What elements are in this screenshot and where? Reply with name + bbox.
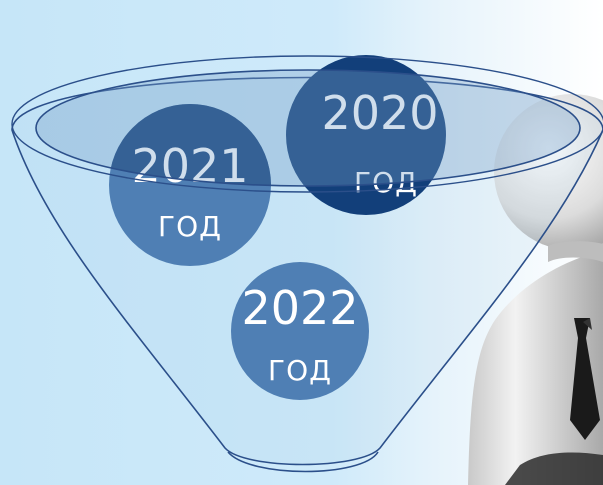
3d-person-icon — [468, 94, 603, 485]
bubble-year-2022: 2022 — [241, 281, 358, 335]
bubble-circle — [231, 262, 369, 400]
bubble-label-2021: ГОД — [158, 210, 222, 243]
bubble-2021: 2021 ГОД — [109, 104, 271, 266]
bubble-circle — [286, 55, 446, 215]
funnel-spout — [227, 451, 379, 473]
funnel-rim-outer — [11, 55, 603, 193]
bubble-label-2022: ГОД — [268, 354, 332, 387]
bubble-2020: 2020 ГОД — [286, 55, 446, 215]
necktie-icon — [570, 318, 600, 440]
bubble-2022: 2022 ГОД — [231, 262, 369, 400]
funnel-rim-inner — [35, 69, 581, 187]
bubble-year-2020: 2020 — [321, 86, 438, 140]
